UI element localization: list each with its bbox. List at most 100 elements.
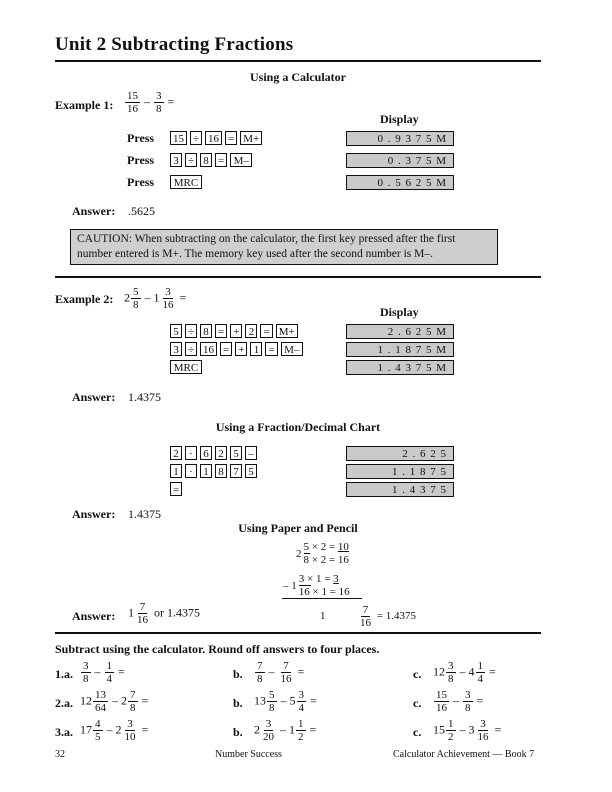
key-row-ex2-2: 3 ÷ 16 = + 1 = M– [170,342,303,356]
key: M– [230,153,253,167]
title-rule [55,60,541,62]
example1-label: Example 1: [55,98,114,112]
key: ÷ [185,153,198,167]
section-heading-paper: Using Paper and Pencil [238,521,358,535]
key: 2 [170,446,182,460]
key: ÷ [185,342,198,356]
key: 1 [250,342,263,356]
key: 3 [170,153,182,167]
display-heading-2: Display [380,305,419,319]
answer-label: Answer: [72,507,116,521]
press-label: Press [127,153,155,167]
chart-key-row-1: 2 · 6 2 5 – [170,446,257,460]
example2-label: Example 2: [55,292,114,306]
section-rule [55,276,541,278]
key: = [265,342,278,356]
calculator-display: 1 . 1 8 7 5 M [346,342,454,357]
exercise-number: c. [413,667,422,681]
chart-key-row-2: 1 · 1 8 7 5 [170,464,257,478]
key: 5 [170,324,182,338]
answer-value: 1.4375 [128,507,161,521]
exercise-instructions: Subtract using the calculator. Round off… [55,642,380,656]
key: 8 [215,464,227,478]
key: 5 [245,464,257,478]
key: = [225,131,238,145]
calculator-display: 1 . 4 3 7 5 [346,482,454,497]
key: 2 [215,446,227,460]
key: M– [280,342,303,356]
key: · [185,446,197,460]
key: M+ [275,324,298,338]
answer-label: Answer: [72,609,116,623]
key: = [170,482,183,496]
key: 16 [205,131,223,145]
answer-value: 1.4375 [128,390,161,404]
exercise-number: b. [233,725,243,739]
press-label: Press [127,131,155,145]
key: = [220,342,233,356]
exercise-number: 1.a. [55,667,73,681]
key: + [235,342,248,356]
key: 6 [200,446,212,460]
key: 7 [230,464,242,478]
press-label: Press [127,175,155,189]
key: 8 [200,153,213,167]
key: = [215,153,228,167]
section-heading-calculator: Using a Calculator [250,70,346,84]
key: 16 [200,342,218,356]
key: MRC [170,175,202,189]
calculator-display: 1 . 4 3 7 5 M [346,360,454,375]
page-number: 32 [55,749,65,760]
exercise-number: b. [233,667,243,681]
calculator-display: 1 . 1 8 7 5 [346,464,454,479]
key: 2 [245,324,258,338]
display-heading-1: Display [380,112,419,126]
key-row-3: MRC [170,175,202,189]
paper-line-2: – 1 3 × 1 = 3 16 × 1 = 16 [283,573,350,598]
key-row-1: 15 ÷ 16 = M+ [170,131,263,145]
exercise-number: 2.a. [55,696,73,710]
key: ÷ [190,131,203,145]
key: = [260,324,273,338]
key: 5 [230,446,242,460]
section-heading-chart: Using a Fraction/Decimal Chart [215,420,381,434]
key: 1 [200,464,212,478]
calculator-display: 0 . 9 3 7 5 M [346,131,454,146]
key: M+ [240,131,263,145]
key-row-ex2-3: MRC [170,360,202,374]
key: 15 [170,131,187,145]
key-row-ex2-1: 5 ÷ 8 = + 2 = M+ [170,324,298,338]
calculator-display: 2 . 6 2 5 M [346,324,454,339]
key: – [245,446,257,460]
calculator-display: 0 . 5 6 2 5 M [346,175,454,190]
caution-box: CAUTION: When subtracting on the calcula… [70,229,498,265]
chart-key-row-3: = [170,482,183,496]
paper-line-1: 2 5 × 2 = 10 8 × 2 = 16 [296,541,349,566]
answer-label: Answer: [72,390,116,404]
answer-value: .5625 [128,204,155,218]
footer-book: Calculator Achievement — Book 7 [393,749,535,760]
key: ÷ [185,324,198,338]
answer-label: Answer: [72,204,116,218]
exercise-number: 3.a. [55,725,73,739]
exercise-number: b. [233,696,243,710]
key: 3 [170,342,182,356]
key: 8 [200,324,213,338]
key: 1 [170,464,182,478]
